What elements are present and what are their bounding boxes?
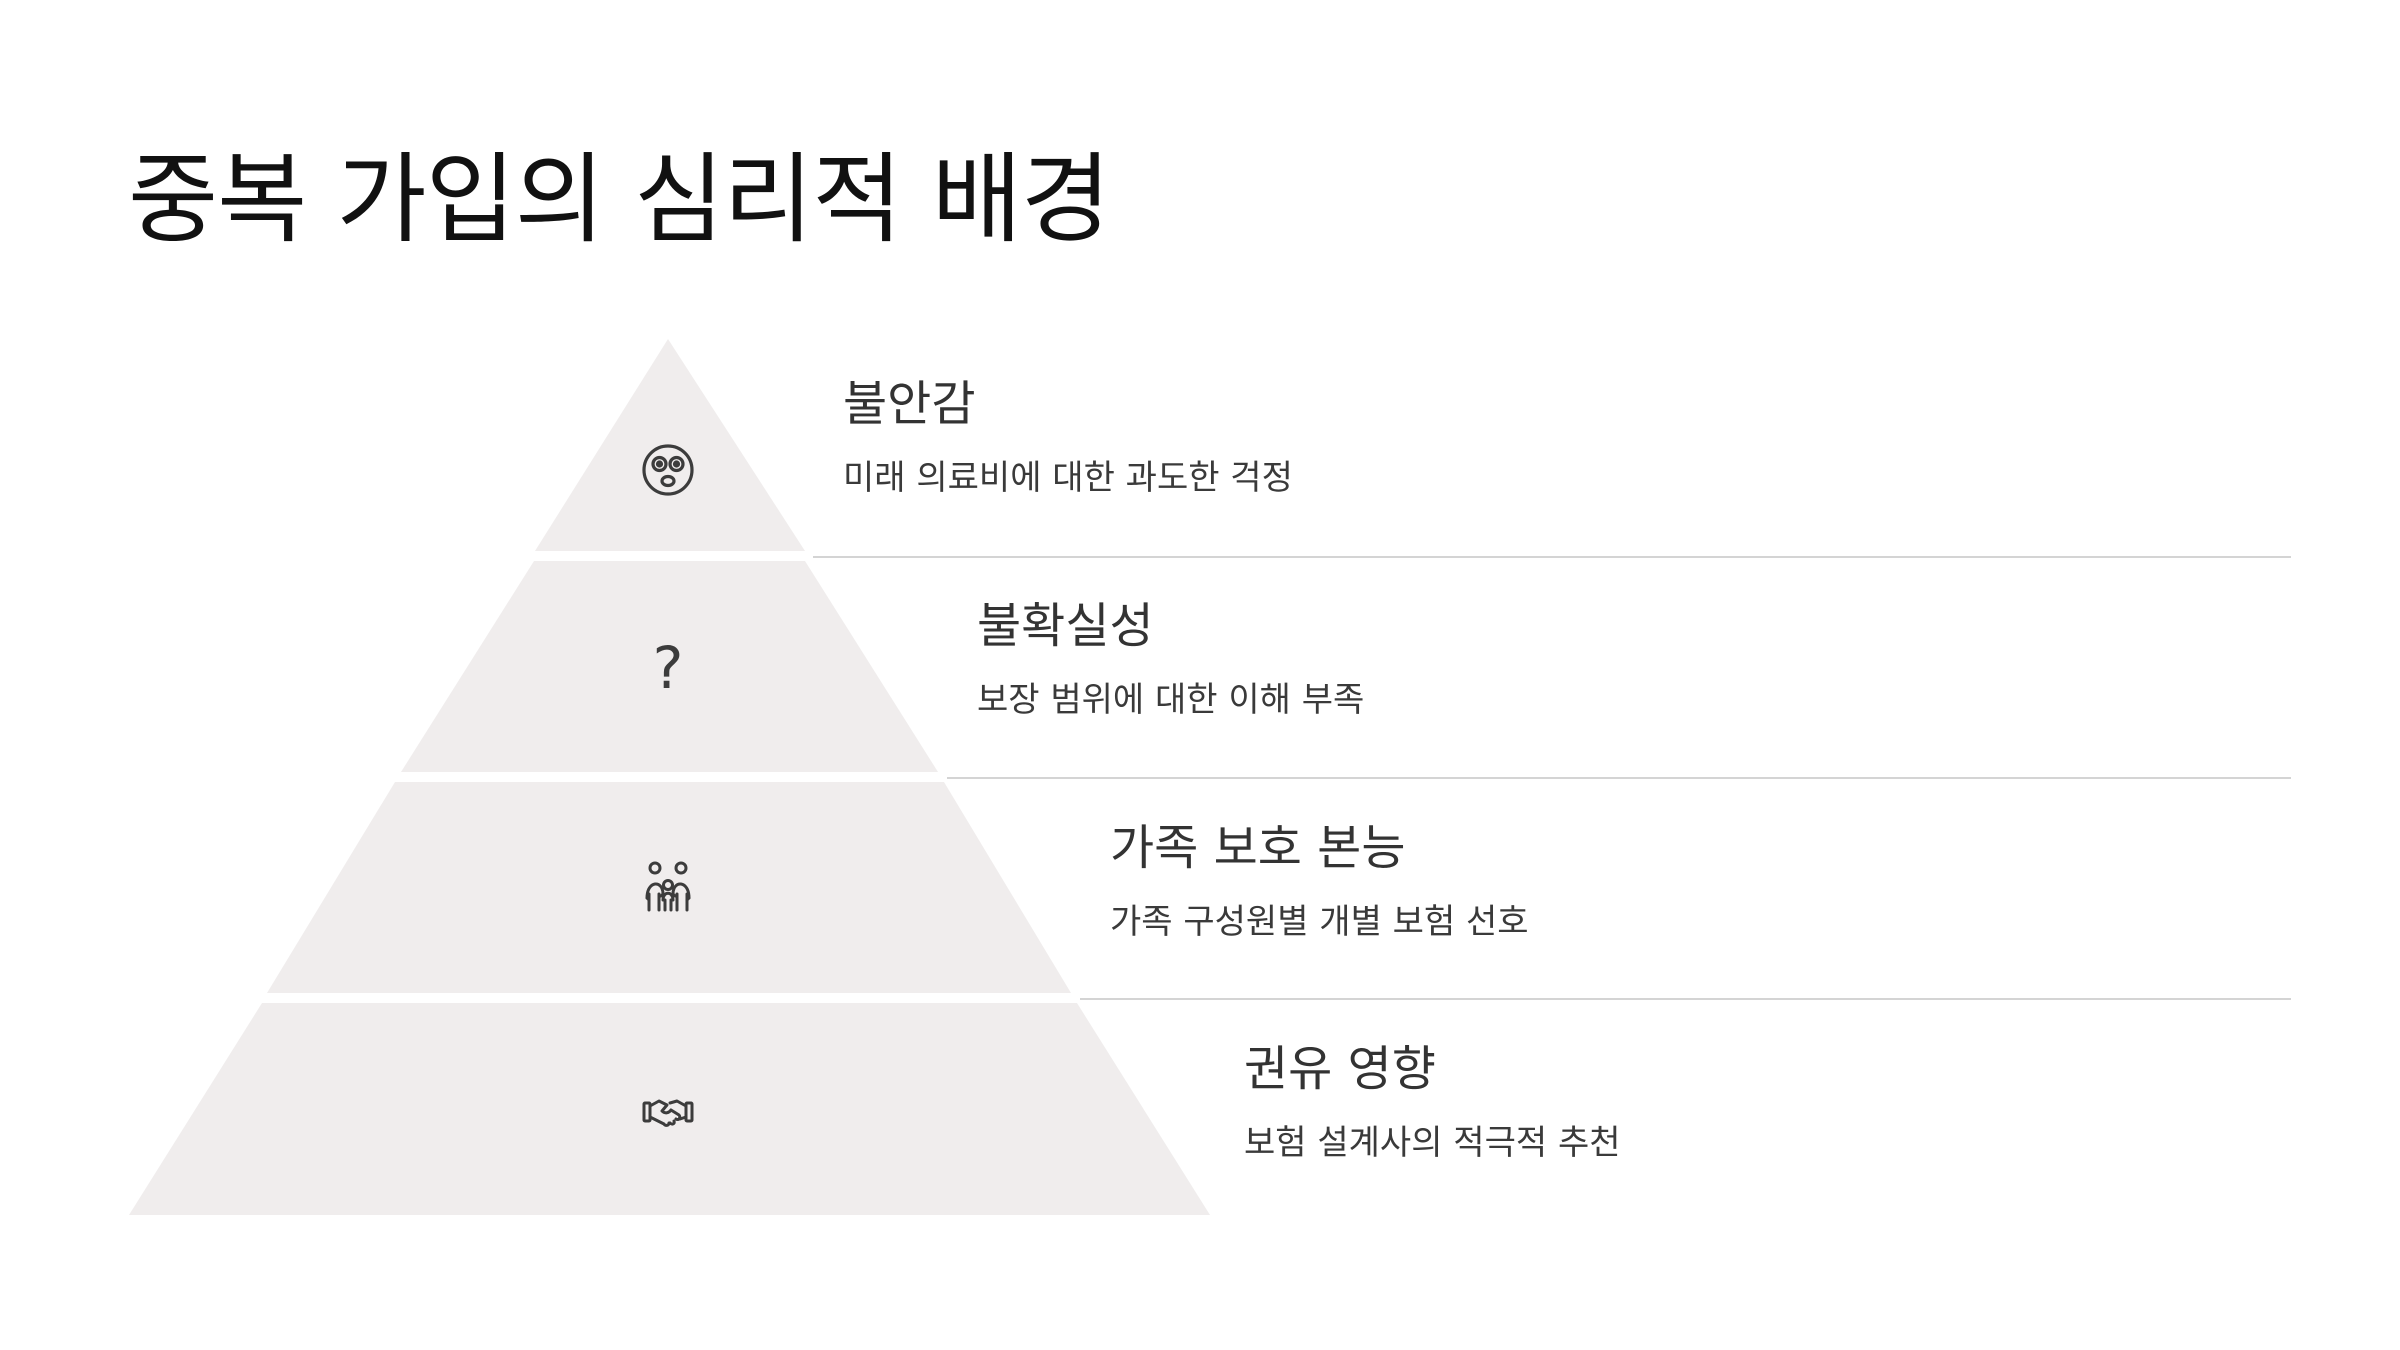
pyramid-tier-4 [129,1003,1210,1215]
tier-divider-1 [813,556,2291,558]
tier-label-3: 가족 보호 본능 가족 구성원별 개별 보험 선호 [1110,818,1529,944]
tier-heading: 불안감 [843,376,976,432]
tier-description: 가족 구성원별 개별 보험 선호 [1110,902,1529,942]
tier-divider-3 [1080,998,2291,1000]
pyramid-tier-3 [267,782,1071,993]
tier-label-2: 불확실성 보장 범위에 대한 이해 부족 [977,596,1364,722]
family-icon [645,861,691,912]
tier-divider-2 [947,777,2291,779]
anxious-face-icon [642,444,694,496]
handshake-icon [642,1099,694,1127]
question-mark-icon: ? [653,634,684,702]
tier-heading: 불확실성 [977,598,1154,654]
tier-heading: 권유 영향 [1244,1041,1436,1097]
tier-description: 보험 설계사의 적극적 추천 [1244,1123,1621,1163]
pyramid-tier-2 [401,561,938,772]
tier-description: 미래 의료비에 대한 과도한 걱정 [843,458,1293,498]
tier-label-1: 불안감 미래 의료비에 대한 과도한 걱정 [843,374,1293,500]
tier-heading: 가족 보호 본능 [1110,820,1406,876]
tier-description: 보장 범위에 대한 이해 부족 [977,680,1365,720]
page-title: 중복 가입의 심리적 배경 [128,143,1111,257]
tier-label-4: 권유 영향 보험 설계사의 적극적 추천 [1244,1039,1621,1165]
